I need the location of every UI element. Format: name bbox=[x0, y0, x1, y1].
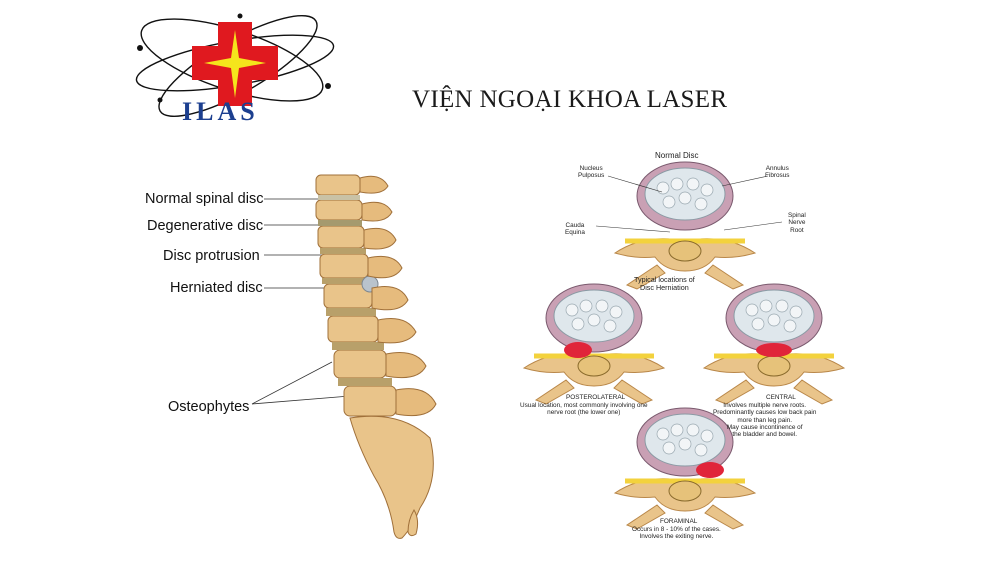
normal-disc-diagram bbox=[615, 161, 755, 289]
label-degenerative-disc: Degenerative disc bbox=[147, 218, 264, 234]
sacrum bbox=[349, 415, 434, 539]
label-disc-protrusion: Disc protrusion bbox=[163, 248, 260, 264]
leader-lines bbox=[251, 198, 368, 405]
cauda-equina-label: Cauda Equina bbox=[565, 222, 585, 237]
central-diagram bbox=[704, 283, 844, 404]
central-title: CENTRAL bbox=[766, 394, 796, 401]
ilas-logo: ILAS bbox=[135, 13, 335, 126]
label-herniated-disc: Herniated disc bbox=[170, 280, 263, 296]
posterolateral-diagram bbox=[524, 283, 664, 404]
annulus-fibrosus-label: Annulus Fibrosus bbox=[765, 165, 790, 180]
page-title: VIỆN NGOẠI KHOA LASER bbox=[412, 86, 728, 113]
spinal-nerve-root-label: Spinal Nerve Root bbox=[788, 212, 806, 234]
nucleus-pulposus-label: Nucleus Pulposus bbox=[578, 165, 605, 180]
label-osteophytes: Osteophytes bbox=[168, 399, 250, 415]
typical-locations-title: Typical locations of Disc Herniation bbox=[634, 275, 695, 292]
disc-herniation-diagrams bbox=[510, 161, 860, 550]
red-cross-icon bbox=[192, 22, 278, 106]
central-desc: Involves multiple nerve roots. Predomina… bbox=[713, 402, 817, 439]
spinal-discs bbox=[318, 195, 392, 386]
foraminal-desc: Occurs in 8 - 10% of the cases. Involves… bbox=[632, 526, 721, 541]
spine-illustration bbox=[251, 174, 437, 539]
posterolateral-desc: Usual location, most commonly involving … bbox=[520, 402, 648, 417]
foraminal-diagram bbox=[615, 407, 755, 529]
normal-disc-title: Normal Disc bbox=[655, 151, 699, 160]
foraminal-title: FORAMINAL bbox=[660, 518, 698, 525]
disc-leader-lines bbox=[595, 175, 783, 233]
label-normal-spinal-disc: Normal spinal disc bbox=[145, 191, 264, 207]
posterior-processes bbox=[359, 175, 437, 417]
posterolateral-title: POSTEROLATERAL bbox=[566, 394, 626, 401]
logo-text: ILAS bbox=[182, 97, 259, 126]
